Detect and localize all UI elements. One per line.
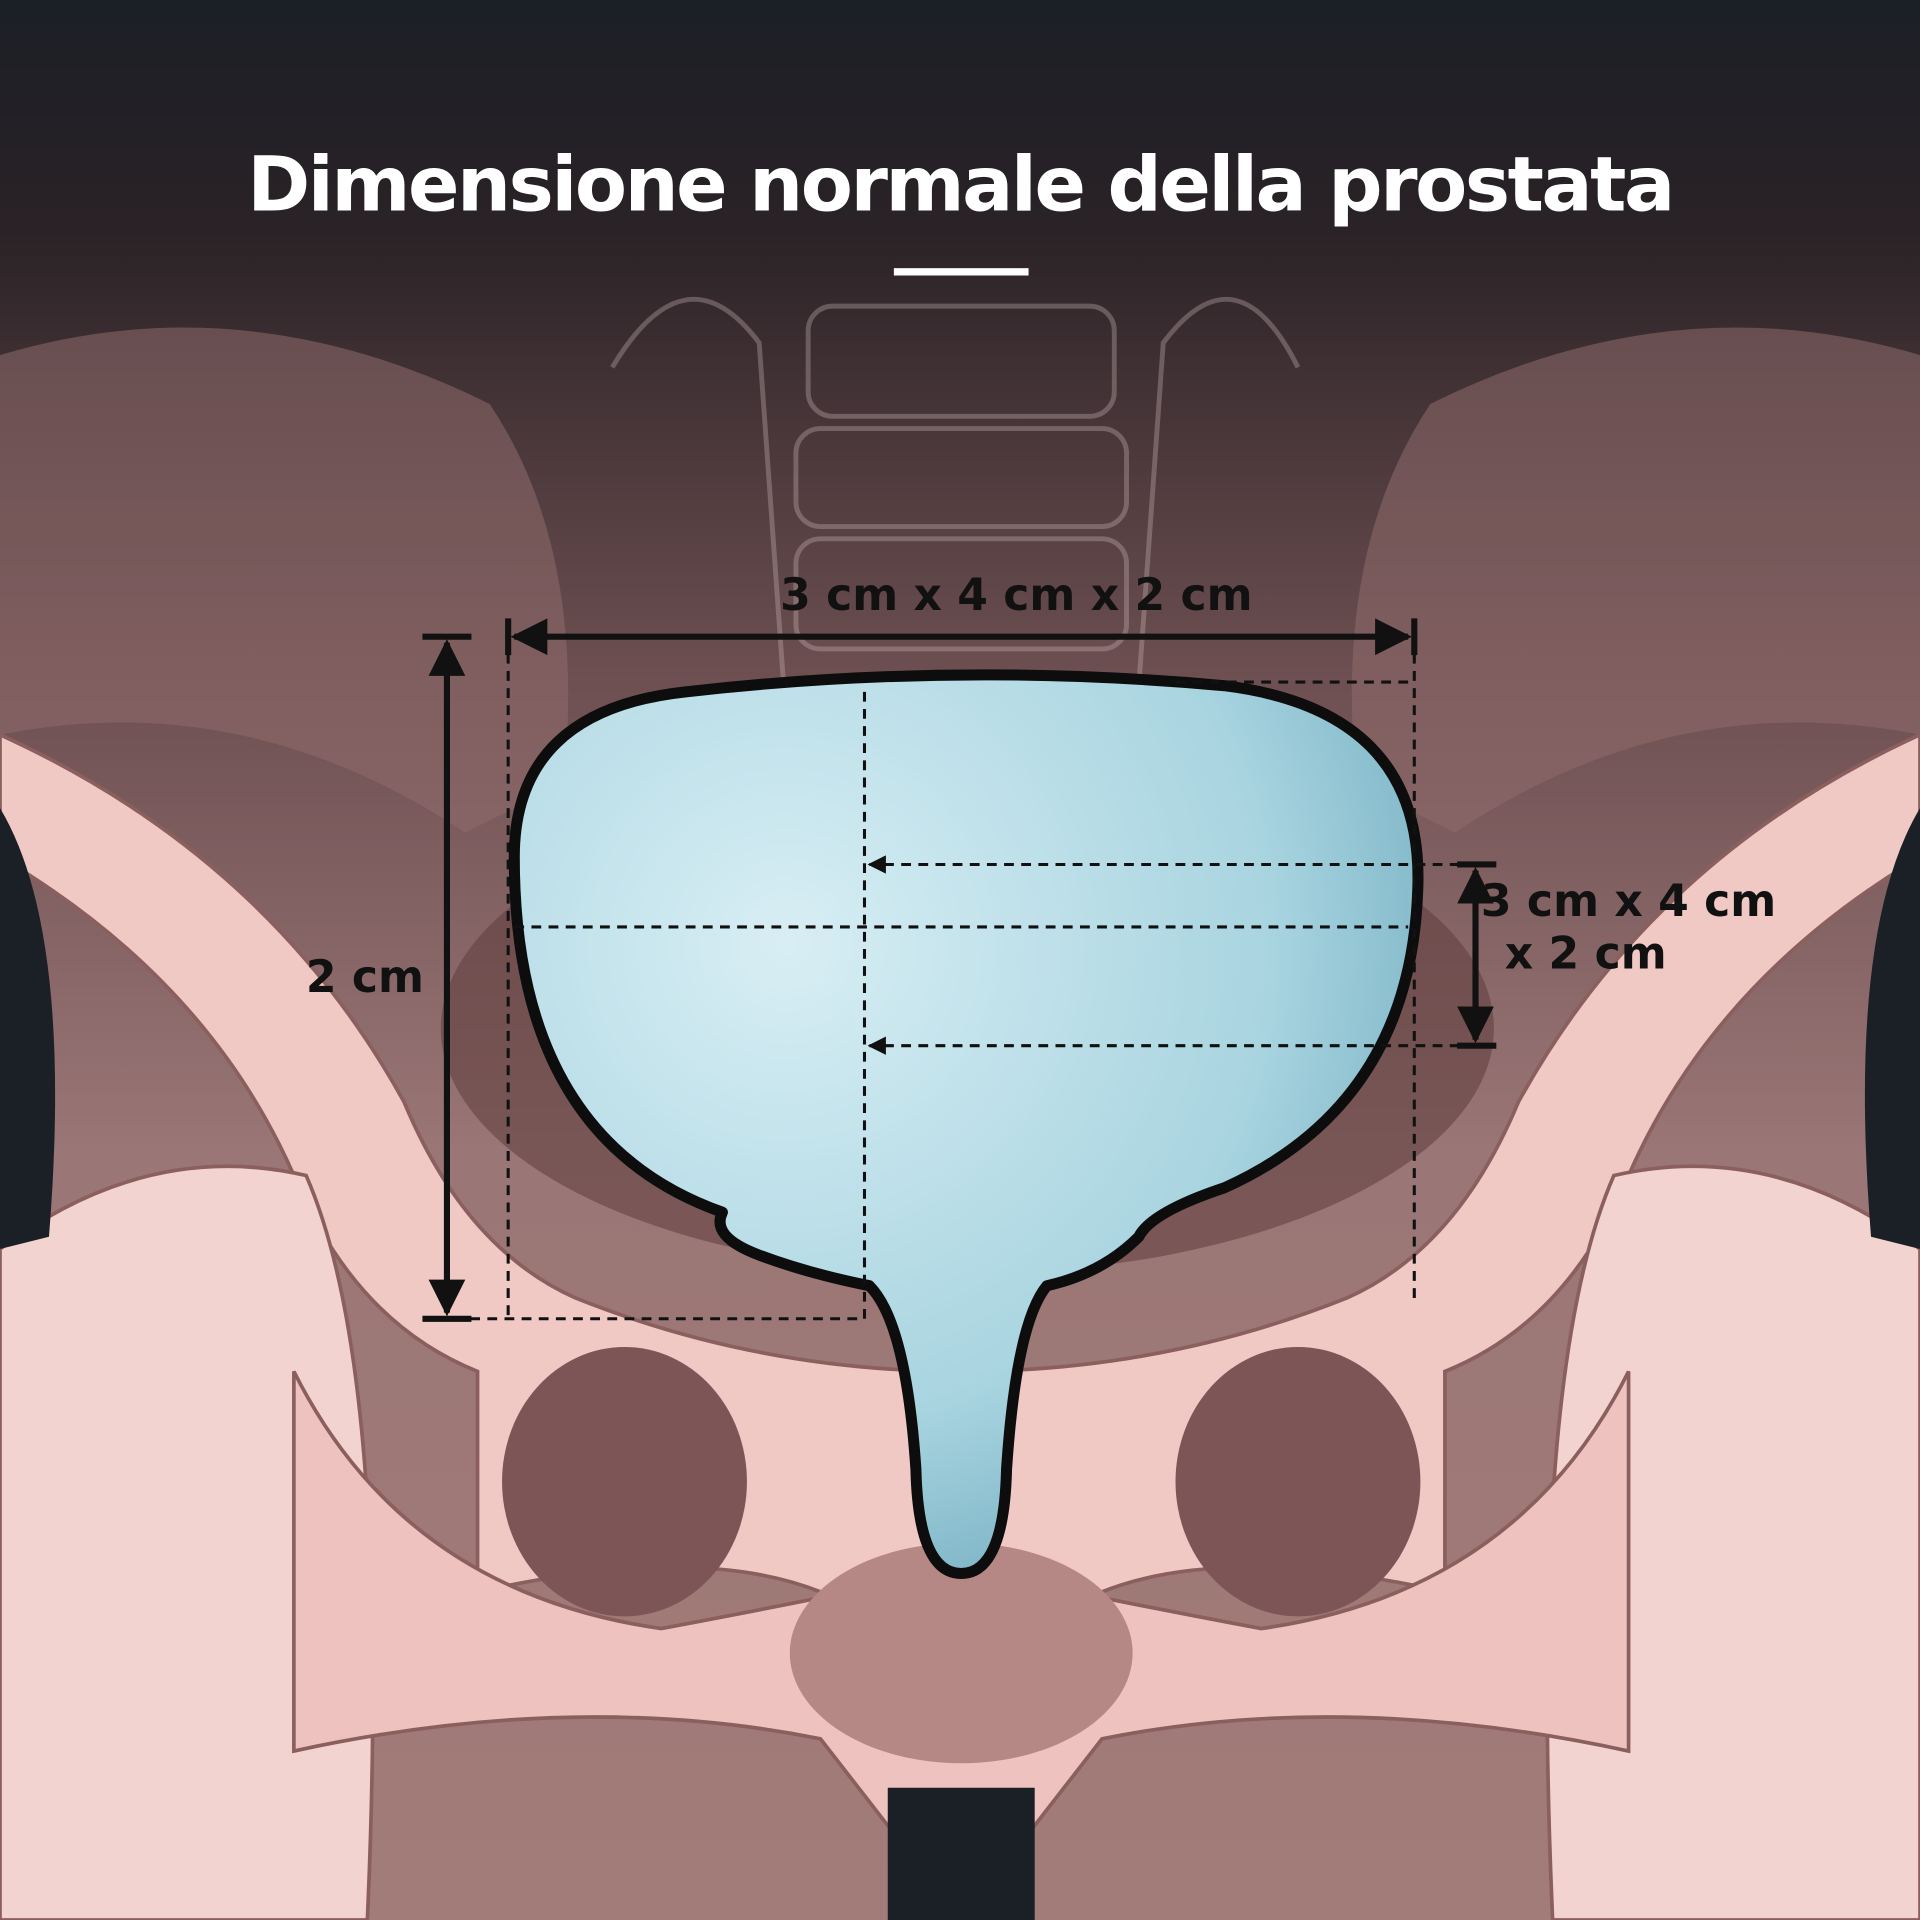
dashed-guides [453,636,1494,1321]
page-title: Dimensione normale della prostata [247,141,1673,229]
dimension-arrows [422,618,1497,1322]
title-underline [893,268,1029,276]
prostate-shape [508,669,1424,1579]
right-dimension-label-line2: x 2 cm [1505,929,1667,980]
spine-sketch [610,296,1301,686]
left-dimension-label: 2 cm [306,952,424,1003]
top-dimension-label: 3 cm x 4 cm x 2 cm [780,570,1252,621]
right-dimension-label-line1: 3 cm x 4 cm [1481,876,1776,927]
pelvis-bones [0,327,1920,1920]
